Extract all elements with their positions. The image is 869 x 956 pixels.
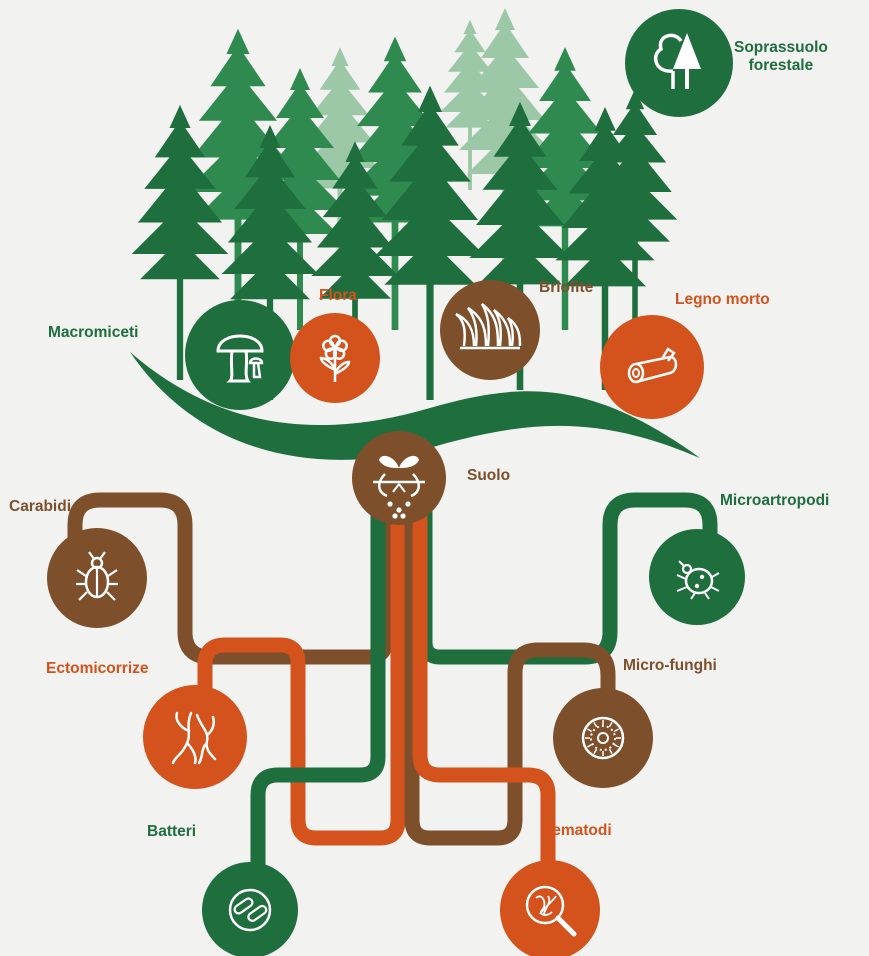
node-circle-briofite [440,280,540,380]
node-ectomicorrize [143,685,247,789]
node-circle-suolo [352,431,446,525]
node-macromiceti [185,300,295,410]
label-batteri: Batteri [147,823,197,840]
label-soprassuolo-forestale: Soprassuolo forestale [734,39,828,75]
label-nematodi: Nematodi [541,822,612,839]
node-circle-nematodi [500,860,600,956]
flower-icon [319,334,351,382]
node-micro-funghi [553,688,653,788]
node-circle-legno-morto [600,315,704,419]
micro-funghi-link [404,497,616,846]
tree-icon [653,33,701,89]
node-flora [290,313,380,403]
ground-swoosh [130,352,700,460]
nematodi-link [412,497,556,913]
node-briofite [440,280,540,380]
mite-icon [676,560,720,600]
mushroom-icon [216,334,264,383]
node-carabidi [47,528,147,628]
seedling-icon [373,455,425,519]
node-microartropodi [649,529,745,625]
bacteria-icon [228,888,272,932]
node-soprassuolo-forestale [625,9,733,117]
label-microartropodi: Microartropodi [720,492,830,509]
moss-icon [455,303,522,350]
beetle-icon [76,551,118,601]
node-circle-micro-funghi [553,688,653,788]
magnifier-icon [525,885,577,937]
batteri-link [250,497,386,908]
microartropodi-link [417,492,718,665]
label-macromiceti: Macromiceti [48,324,139,341]
soil-network [67,492,718,913]
node-circle-macromiceti [185,300,295,410]
label-soprassuolo-line1: Soprassuolo [734,39,828,56]
label-micro-funghi: Micro-funghi [623,657,717,674]
label-briofite: Briofite [539,279,594,296]
label-ectomicorrize: Ectomicorrize [46,660,149,677]
label-suolo: Suolo [467,467,511,484]
node-circle-ectomicorrize [143,685,247,789]
ectomicorrize-link [197,492,406,846]
node-nematodi [500,860,600,956]
label-carabidi: Carabidi [9,498,72,515]
node-circle-microartropodi [649,529,745,625]
roots-icon [171,711,217,765]
label-legno-morto: Legno morto [675,291,770,308]
log-icon [627,347,678,384]
node-suolo [352,431,446,525]
fungal-colony-icon [581,716,625,760]
node-legno-morto [600,315,704,419]
label-flora: Flora [319,287,357,304]
label-soprassuolo-line2: forestale [748,57,814,74]
node-circle-batteri [202,862,298,956]
node-batteri [202,862,298,956]
